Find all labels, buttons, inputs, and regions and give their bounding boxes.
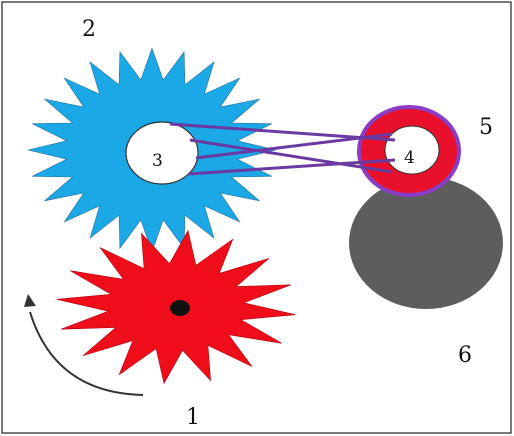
label-roller: 6: [458, 343, 472, 368]
label-ring: 5: [479, 115, 493, 140]
crossed-belt: [169, 122, 396, 176]
label-gear-small: 1: [186, 405, 200, 430]
small-hub: [384, 125, 440, 175]
label-gear-large: 2: [82, 17, 96, 42]
large-hub: [125, 121, 199, 185]
label-hub-large: 3: [152, 151, 163, 171]
small-gear-axle: [170, 300, 190, 316]
label-hub-small: 4: [404, 148, 415, 168]
roller: [349, 177, 503, 309]
rotation-arrow-icon: [24, 294, 144, 396]
